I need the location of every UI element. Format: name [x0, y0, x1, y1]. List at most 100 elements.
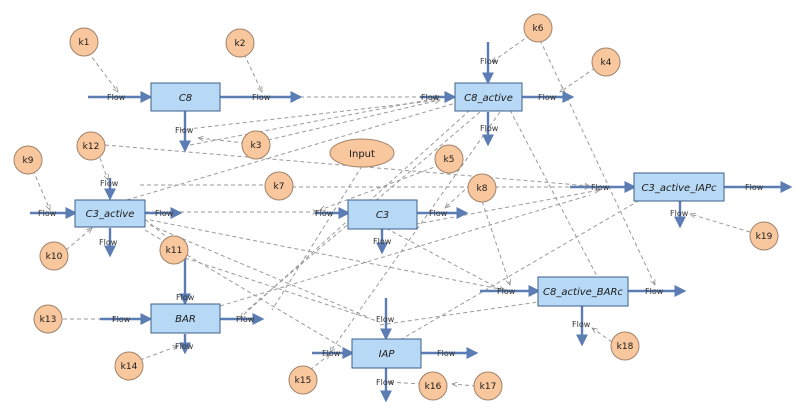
param-label: k5: [444, 155, 455, 165]
flow-label: Flow: [376, 315, 395, 324]
param-k4[interactable]: k4: [591, 47, 621, 77]
parameters: k1 k2 k3 k4 k5 k6 k7 k8 k9 k10 k11 k12 k…: [13, 13, 779, 401]
param-k7[interactable]: k7: [264, 171, 294, 201]
link-line: [560, 67, 596, 92]
param-k11[interactable]: k11: [159, 235, 189, 265]
flow-label: Flow: [236, 315, 255, 324]
stock-label: C8_active: [464, 93, 513, 104]
link-line: [320, 164, 441, 210]
stock-iap[interactable]: IAP: [351, 338, 422, 369]
param-k2[interactable]: k2: [225, 28, 255, 58]
param-k5[interactable]: k5: [434, 144, 464, 174]
flow-label: Flow: [155, 209, 174, 218]
link-line: [267, 100, 440, 141]
param-label: k8: [477, 184, 488, 194]
flow-label: Flow: [99, 238, 118, 247]
param-label: k19: [756, 232, 773, 242]
input-node[interactable]: Input: [329, 138, 395, 168]
stock-label: C8: [179, 93, 192, 104]
param-label: k9: [23, 156, 34, 166]
flow-labels: Flow Flow Flow Flow Flow Flow Flow Flow …: [38, 57, 764, 387]
link-line: [330, 111, 501, 352]
param-label: k18: [617, 342, 634, 352]
param-label: k13: [40, 315, 57, 325]
param-k12[interactable]: k12: [76, 131, 106, 161]
param-k1[interactable]: k1: [69, 27, 99, 57]
param-label: k1: [79, 38, 90, 48]
link-line: [184, 257, 381, 323]
flow-label: Flow: [322, 349, 341, 358]
link-line: [399, 199, 641, 341]
flow-label: Flow: [176, 293, 195, 302]
flow-label: Flow: [591, 183, 610, 192]
link-line: [32, 169, 51, 210]
influence-links: [32, 34, 751, 386]
param-k18[interactable]: k18: [610, 331, 640, 361]
flow-label: Flow: [572, 320, 591, 329]
stock-c3-active-iapc[interactable]: C3_active_IAPc: [633, 172, 725, 202]
input-label: Input: [349, 149, 375, 160]
flow-label: Flow: [38, 209, 57, 218]
flow-label: Flow: [429, 209, 448, 218]
link-line: [492, 34, 531, 62]
stock-label: BAR: [175, 314, 196, 325]
link-line: [243, 53, 263, 92]
link-line: [179, 99, 441, 131]
param-label: k16: [425, 382, 442, 392]
param-label: k17: [480, 382, 497, 392]
link-line: [452, 384, 477, 386]
flow-label: Flow: [252, 93, 271, 102]
stock-c8[interactable]: C8: [150, 82, 221, 112]
param-k15[interactable]: k15: [288, 365, 318, 395]
param-label: k4: [601, 58, 612, 68]
flow-label: Flow: [437, 349, 456, 358]
link-line: [592, 328, 613, 343]
param-label: k11: [166, 246, 183, 256]
param-label: k6: [533, 24, 544, 34]
link-line: [539, 39, 656, 285]
flow-label: Flow: [480, 57, 499, 66]
param-k3[interactable]: k3: [241, 130, 271, 160]
stock-label: C8_active_BARc: [543, 287, 623, 298]
param-k19[interactable]: k19: [749, 221, 779, 251]
param-k10[interactable]: k10: [39, 241, 69, 271]
link-line: [388, 382, 423, 384]
flow-label: Flow: [376, 378, 395, 387]
stock-c3[interactable]: C3: [347, 199, 418, 230]
param-label: k15: [295, 376, 312, 386]
param-label: k10: [46, 252, 63, 262]
link-line: [87, 51, 118, 92]
param-label: k7: [274, 182, 285, 192]
flow-label: Flow: [538, 93, 557, 102]
link-line: [690, 214, 751, 233]
stock-c3-active[interactable]: C3_active: [74, 199, 146, 228]
param-k6[interactable]: k6: [523, 13, 553, 43]
link-line: [309, 354, 330, 371]
param-k14[interactable]: k14: [114, 351, 144, 381]
stock-c8-active-barc[interactable]: C8_active_BARc: [537, 276, 629, 307]
param-label: k2: [235, 39, 246, 49]
flow-label: Flow: [107, 93, 126, 102]
link-line: [199, 194, 591, 313]
flow-label: Flow: [100, 179, 119, 188]
param-k16[interactable]: k16: [418, 371, 448, 401]
flow-label: Flow: [745, 183, 764, 192]
param-label: k3: [251, 141, 262, 151]
flow-label: Flow: [175, 342, 194, 351]
link-line: [99, 157, 108, 180]
param-k13[interactable]: k13: [33, 304, 63, 334]
stock-label: C3_active_IAPc: [641, 183, 717, 194]
param-k8[interactable]: k8: [467, 173, 497, 203]
flow-label: Flow: [175, 126, 194, 135]
param-label: k14: [121, 362, 138, 372]
link-line: [149, 224, 371, 319]
flow-label: Flow: [497, 287, 516, 296]
stock-label: C3_active: [86, 209, 135, 220]
stock-c8-active[interactable]: C8_active: [454, 82, 523, 112]
param-k17[interactable]: k17: [473, 371, 503, 401]
param-k9[interactable]: k9: [13, 145, 43, 175]
flow-arrows: [30, 42, 793, 403]
link-line: [139, 346, 178, 361]
flow-label: Flow: [421, 93, 440, 102]
stock-bar[interactable]: BAR: [150, 303, 221, 334]
